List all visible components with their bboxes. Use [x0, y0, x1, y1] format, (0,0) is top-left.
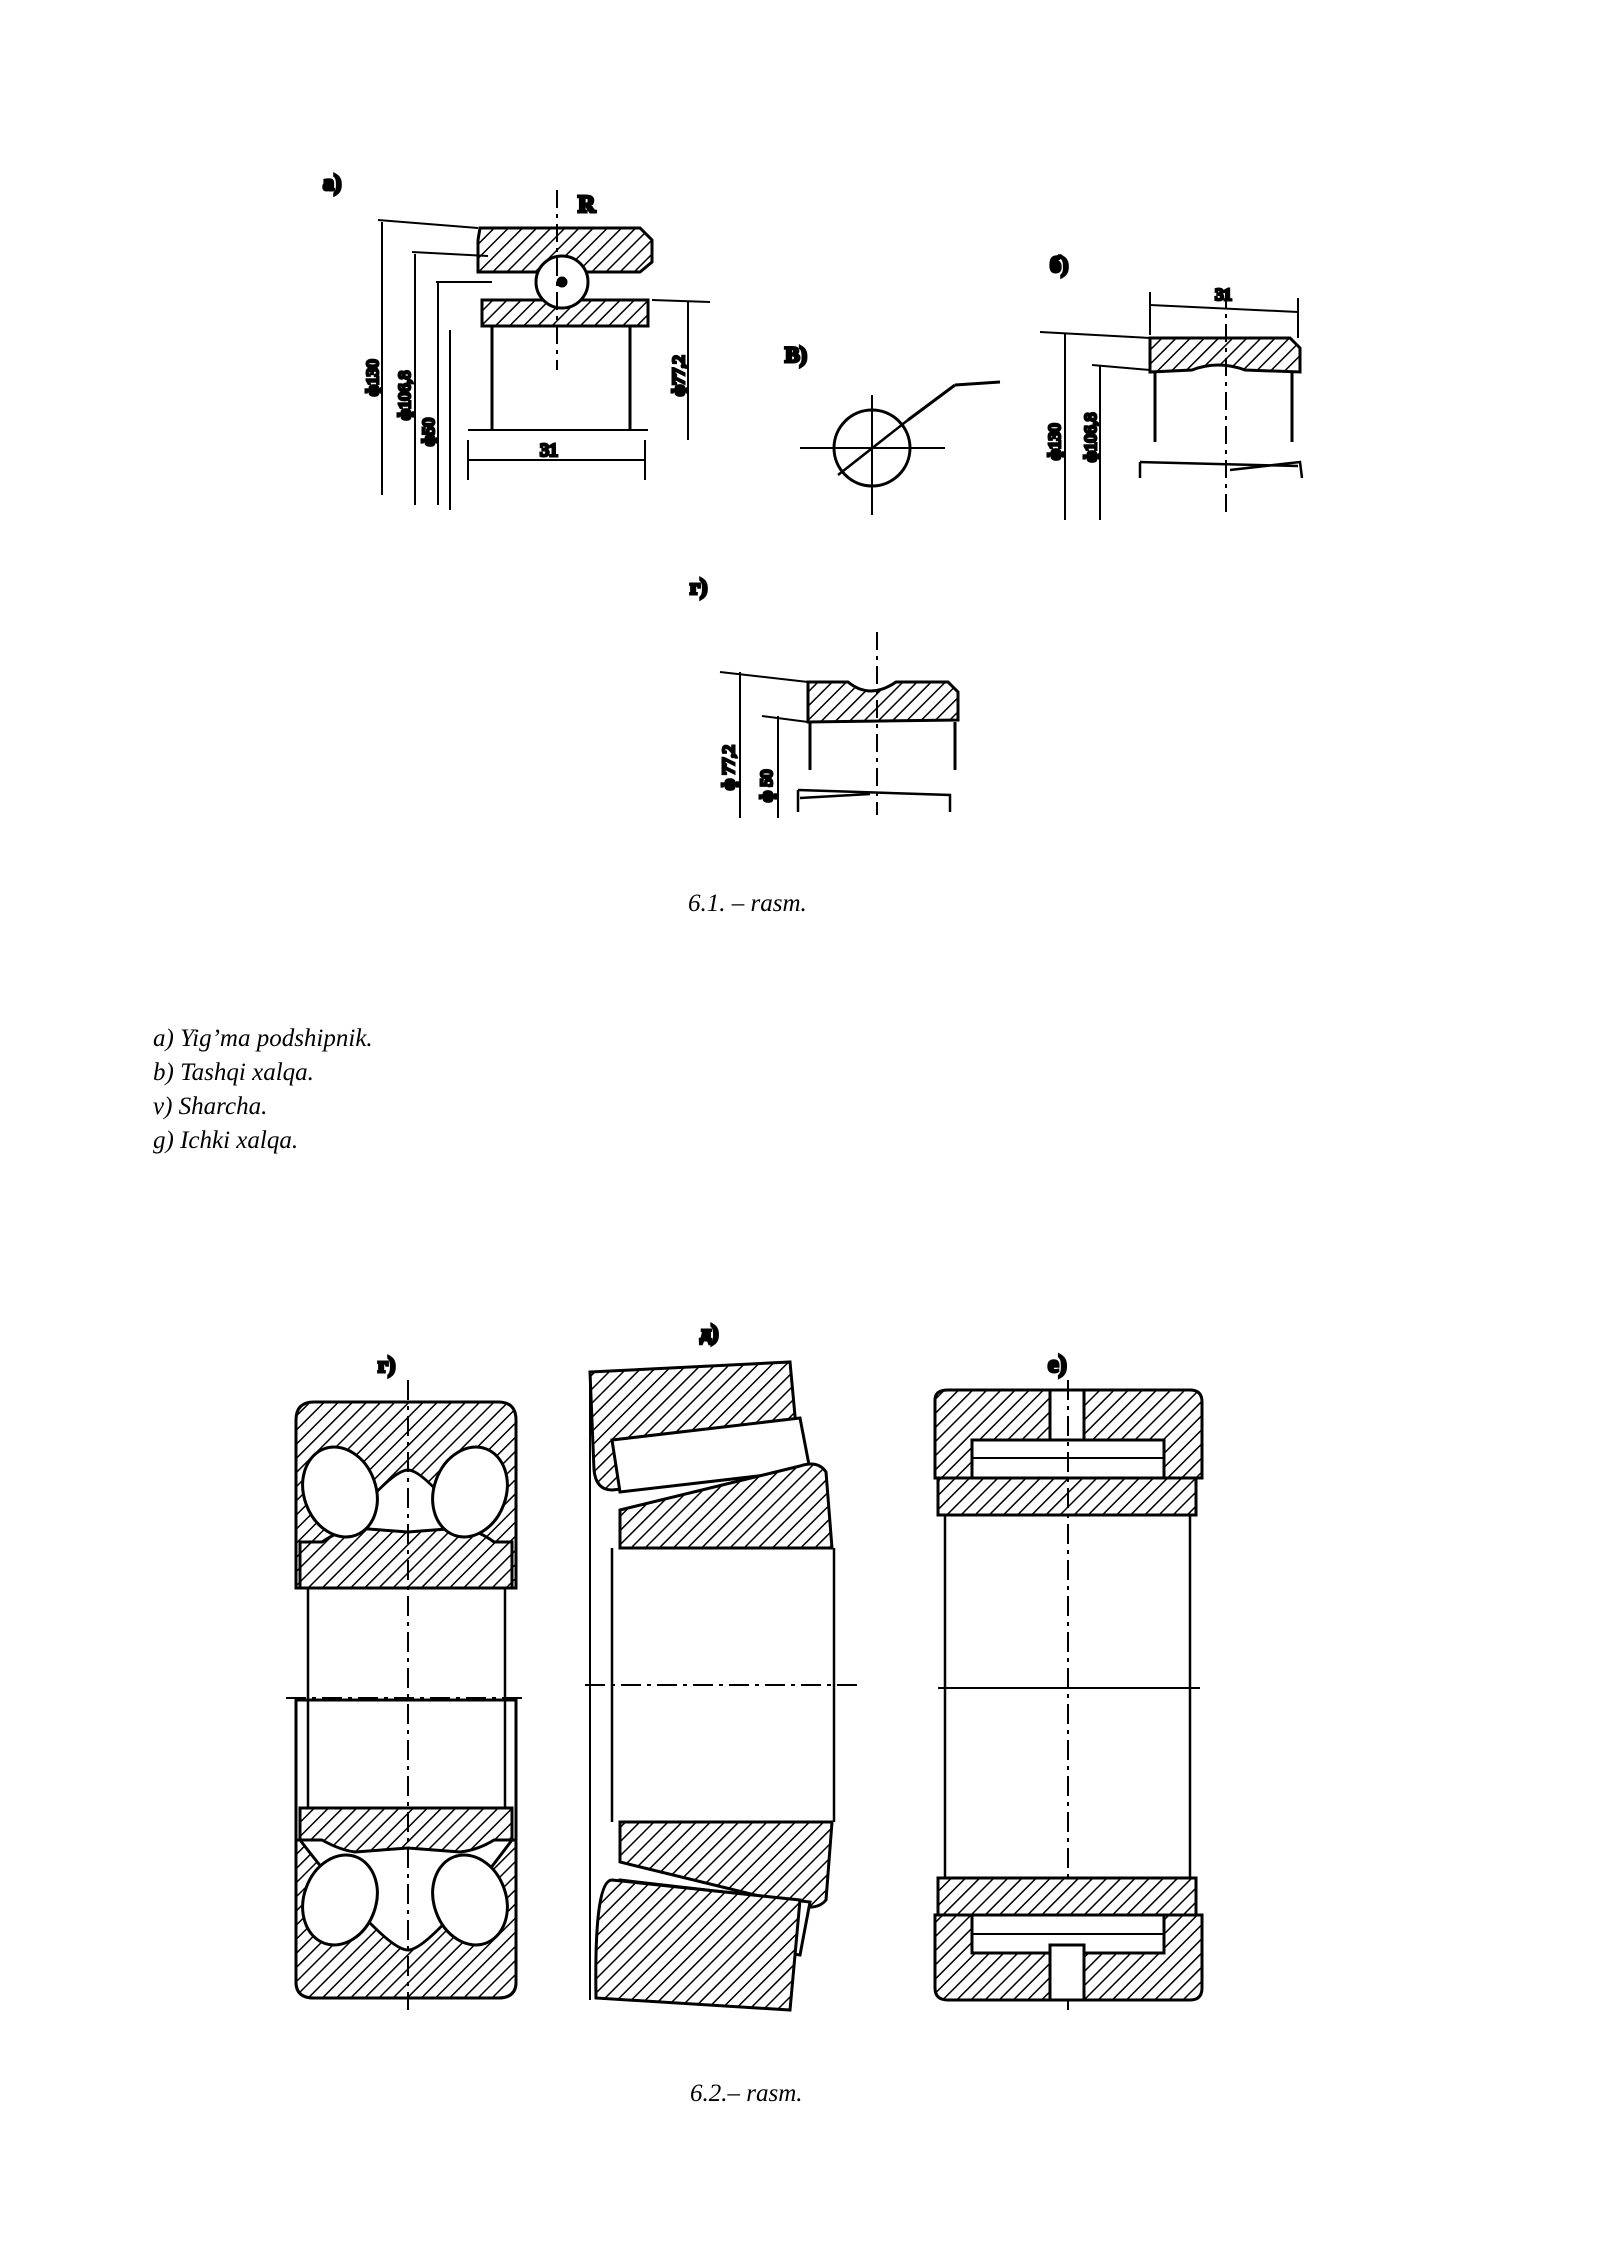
label-b: б) — [1050, 252, 1068, 277]
ball-drawing: В) — [784, 341, 1001, 515]
label-R: R — [578, 192, 596, 218]
dim-d130: ф130 — [363, 359, 382, 396]
dim-d50: ф50 — [419, 418, 438, 446]
tapered-roller-bearing-drawing: д) — [585, 1319, 860, 2012]
dim-bw31: 31 — [1215, 285, 1232, 304]
label-v: В) — [785, 342, 807, 367]
label-d: д) — [700, 1320, 718, 1345]
dim-gd50: ф 50 — [757, 770, 776, 802]
figure-2-caption: 6.2.– rasm. — [690, 2080, 803, 2107]
legend-list: a) Yig’ma podshipnik. b) Tashqi xalqa. v… — [153, 1022, 373, 1158]
inner-ring-drawing: г) ф 77,2 ф 50 — [689, 573, 960, 818]
dim-bd130: ф130 — [1045, 423, 1064, 460]
legend-item-a: a) Yig’ma podshipnik. — [153, 1025, 373, 1052]
spherical-roller-bearing-drawing: г) — [286, 1351, 528, 2010]
dim-gd772: ф 77,2 — [719, 745, 738, 790]
dim-bd106: ф106,8 — [1081, 413, 1100, 462]
label-g: г) — [690, 574, 707, 599]
dim-d772: ф77,2 — [669, 355, 688, 396]
legend-item-b: b) Tashqi xalqa. — [153, 1059, 314, 1086]
figure-6-2: г) д) — [286, 1319, 1204, 2012]
legend-item-g: g) Ichki xalqa. — [153, 1127, 299, 1154]
label-e: е) — [1048, 1352, 1067, 1378]
figure-1-caption: 6.1. – rasm. — [688, 890, 807, 917]
outer-ring-drawing: б) 31 ф130 ф106,8 — [1039, 251, 1304, 520]
dim-d106: ф106,8 — [395, 371, 414, 420]
label-a: а) — [323, 170, 341, 195]
legend-item-v: v) Sharcha. — [153, 1093, 268, 1120]
label-g2: г) — [378, 1352, 395, 1377]
needle-bearing-drawing: е) — [933, 1351, 1204, 2010]
assembled-bearing-drawing: а) R ф — [322, 169, 711, 510]
figure-6-1: а) R ф — [322, 169, 1304, 818]
dim-w31: 31 — [540, 440, 558, 460]
